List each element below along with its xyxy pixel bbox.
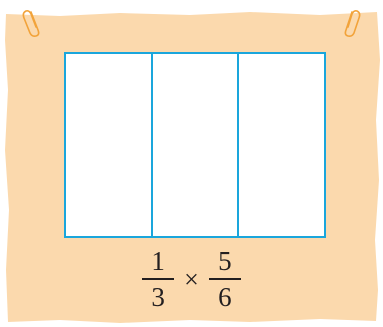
- fraction-bar: [142, 278, 174, 280]
- grid-column-2: [153, 54, 240, 236]
- fraction-numerator: 1: [149, 246, 167, 276]
- fraction-denominator: 6: [216, 282, 234, 312]
- fraction-grid: [64, 52, 326, 238]
- times-operator: ×: [184, 265, 199, 295]
- fraction-numerator: 5: [216, 246, 234, 276]
- fraction-five-sixths: 5 6: [209, 246, 241, 312]
- fraction-one-third: 1 3: [142, 246, 174, 312]
- multiplication-expression: 1 3 × 5 6: [0, 244, 383, 314]
- fraction-denominator: 3: [149, 282, 167, 312]
- grid-column-3: [239, 54, 324, 236]
- fraction-bar: [209, 278, 241, 280]
- grid-column-1: [66, 54, 153, 236]
